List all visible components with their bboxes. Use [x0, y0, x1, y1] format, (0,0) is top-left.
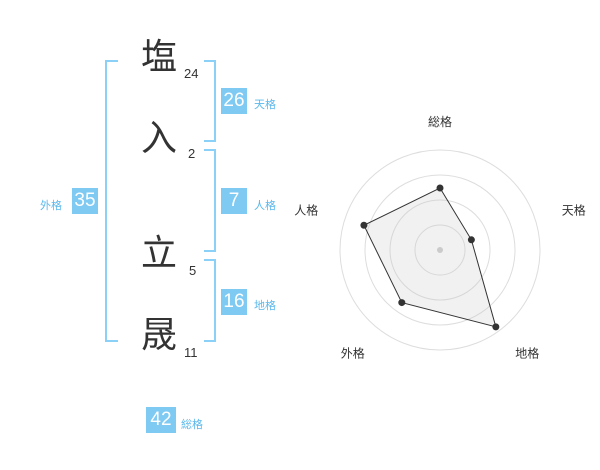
- stroke-count-4: 11: [184, 345, 198, 360]
- radar-polygon: [363, 187, 497, 328]
- radar-axis-label-3: 地格: [515, 346, 539, 361]
- radar-ring: [414, 224, 466, 276]
- radar-ring: [389, 199, 491, 301]
- soukaku-label: 総格: [181, 418, 203, 431]
- name-char-3: 立: [141, 233, 178, 274]
- radar-axis-label-2: 天格: [562, 202, 586, 217]
- radar-point-3: [492, 323, 500, 331]
- radar-point-5: [360, 221, 368, 229]
- gaikaku-bracket: [105, 60, 118, 342]
- tenkaku-value: 26: [221, 88, 247, 114]
- gaikaku-value: 35: [72, 188, 98, 214]
- radar-point-1: [436, 184, 444, 192]
- radar-axis-label-5: 人格: [294, 202, 318, 217]
- tenkaku-label: 天格: [254, 98, 276, 111]
- jinkaku-value: 7: [221, 188, 247, 214]
- tenkaku-bracket: [204, 60, 216, 142]
- radar-axis-label-1: 総格: [428, 114, 452, 129]
- stroke-count-3: 5: [189, 263, 197, 278]
- chikaku-label: 地格: [254, 299, 276, 312]
- radar-point-2: [467, 236, 475, 244]
- radar-ring: [364, 174, 516, 326]
- name-char-4: 晟: [141, 315, 178, 356]
- radar-ring: [339, 149, 541, 351]
- name-char-1: 塩: [141, 37, 178, 78]
- radar-center-dot: [437, 247, 443, 253]
- radar-axis-label-4: 外格: [341, 346, 365, 361]
- jinkaku-label: 人格: [254, 199, 276, 212]
- soukaku-value: 42: [146, 407, 176, 433]
- stroke-count-1: 24: [184, 66, 199, 81]
- jinkaku-bracket: [204, 149, 216, 252]
- stroke-count-2: 2: [188, 146, 196, 161]
- chikaku-bracket: [204, 259, 216, 342]
- name-char-2: 入: [141, 118, 178, 159]
- chikaku-value: 16: [221, 289, 247, 315]
- gaikaku-label: 外格: [40, 199, 62, 212]
- radar-point-4: [398, 299, 406, 307]
